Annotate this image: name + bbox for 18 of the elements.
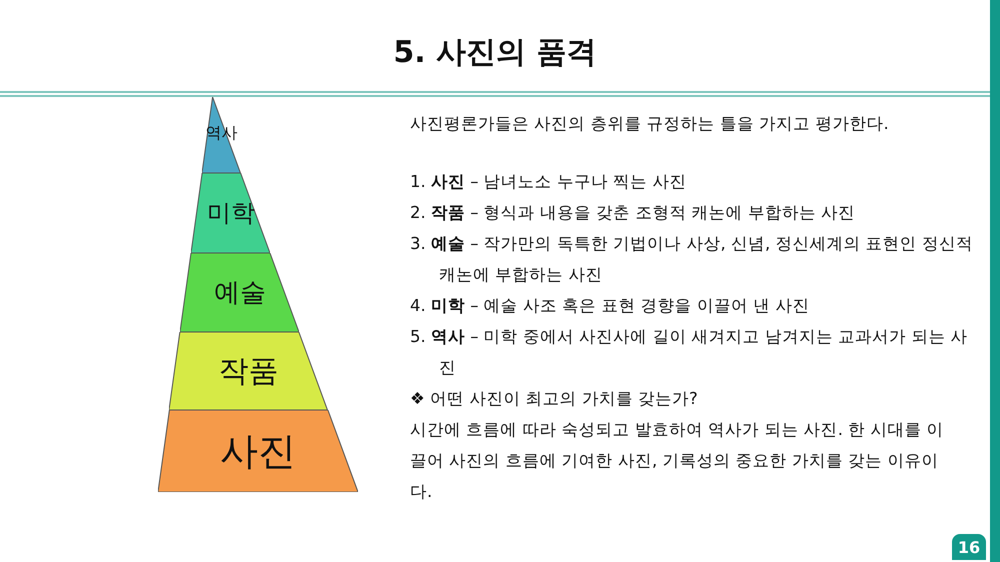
list-item: 4. 미학 – 예술 사조 혹은 표현 경향을 이끌어 낸 사진 [410, 295, 810, 317]
pyramid-layer [158, 410, 358, 492]
list-item: 1. 사진 – 남녀노소 누구나 찍는 사진 [410, 171, 688, 193]
body-paragraph: 시간에 흐름에 따라 숙성되고 발효하여 역사가 되는 사진. 한 시대를 이끌어 사진의 흐름에 기여한 사진, 기록성의 중요한 가치를 갖는 이유이다. [410, 419, 945, 503]
layer-label: 미학 [206, 198, 256, 229]
pyramid-layer [169, 332, 328, 410]
pyramid-layer [180, 253, 300, 332]
intro-text: 사진평론가들은 사진의 층위를 규정하는 틀을 가지고 평가한다. [410, 113, 890, 135]
layer-label: 예술 [212, 277, 267, 310]
list-item: 5. 역사 – 미학 중에서 사진사에 길이 새겨지고 남겨지는 교과서가 되는 사진 [410, 326, 969, 379]
layer-label: 작품 [218, 352, 280, 390]
pyramid-layer [191, 173, 270, 253]
list-item: 3. 예술 – 작가만의 독특한 기법이나 사상, 신념, 정신세계의 표현인 정신적 캐논에 부합하는 사진 [410, 233, 974, 286]
layer-label: 사진 [219, 428, 297, 474]
slide-title: 5. 사진의 품격 [392, 34, 598, 72]
question-text: ❖ 어떤 사진이 최고의 가치를 갖는가? [410, 388, 699, 410]
list-item: 2. 작품 – 형식과 내용을 갖춘 조형적 캐논에 부합하는 사진 [410, 202, 856, 224]
page-number: 16 [952, 534, 986, 560]
